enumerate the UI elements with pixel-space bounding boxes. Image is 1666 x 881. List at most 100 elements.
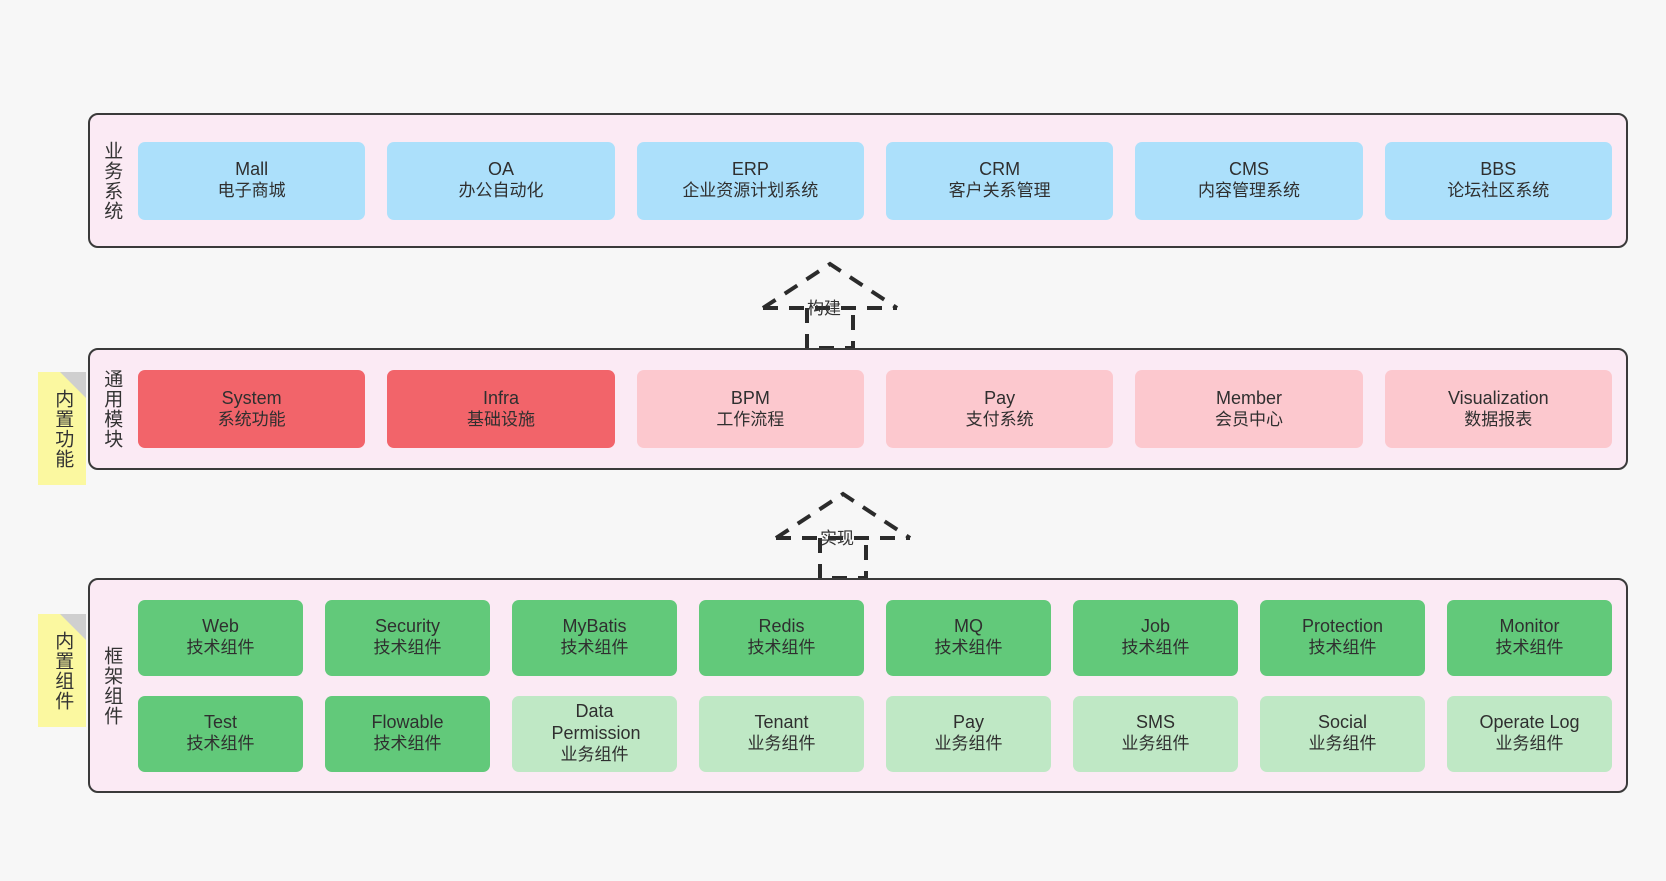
- node-title: SMS: [1135, 712, 1175, 733]
- node-mybatis[interactable]: MyBatis 技术组件: [512, 599, 677, 676]
- arrow-build-label: 构建: [807, 299, 841, 318]
- node-data-permission[interactable]: Data Permission 业务组件: [512, 695, 677, 772]
- node-bpm[interactable]: BPM 工作流程: [636, 370, 864, 448]
- node-row: Web 技术组件 Security 技术组件 MyBatis 技术组件 Redi…: [138, 599, 1612, 676]
- node-infra[interactable]: Infra 基础设施: [387, 370, 615, 448]
- node-crm[interactable]: CRM 客户关系管理: [885, 141, 1114, 220]
- node-subtitle: 论坛社区系统: [1447, 181, 1550, 201]
- node-sms[interactable]: SMS 业务组件: [1073, 695, 1238, 772]
- sticky-note-label: 内置组件: [52, 630, 74, 711]
- node-redis[interactable]: Redis 技术组件: [699, 599, 864, 676]
- node-monitor[interactable]: Monitor 技术组件: [1447, 599, 1612, 676]
- node-operate-log[interactable]: Operate Log 业务组件: [1447, 695, 1612, 772]
- arrow-build: 构建: [755, 258, 905, 350]
- node-member[interactable]: Member 会员中心: [1135, 370, 1363, 448]
- node-security[interactable]: Security 技术组件: [325, 599, 490, 676]
- node-subtitle: 技术组件: [186, 734, 255, 754]
- node-subtitle: 技术组件: [1121, 638, 1190, 658]
- node-web[interactable]: Web 技术组件: [138, 599, 303, 676]
- node-protection[interactable]: Protection 技术组件: [1260, 599, 1425, 676]
- node-test[interactable]: Test 技术组件: [138, 695, 303, 772]
- node-title: Web: [202, 616, 239, 637]
- node-subtitle: 办公自动化: [458, 181, 544, 201]
- node-title: Visualization: [1447, 387, 1549, 408]
- node-row: System 系统功能 Infra 基础设施 BPM 工作流程 Pay 支付系统…: [138, 370, 1612, 448]
- node-subtitle: 技术组件: [747, 638, 816, 658]
- node-subtitle: 会员中心: [1214, 409, 1283, 429]
- node-title: MQ: [954, 616, 983, 637]
- layer-body-business-system: Mall 电子商城 OA 办公自动化 ERP 企业资源计划系统 CRM 客户关系…: [132, 115, 1626, 246]
- node-subtitle: 技术组件: [373, 734, 442, 754]
- node-subtitle: 内容管理系统: [1197, 181, 1300, 201]
- node-visualization[interactable]: Visualization 数据报表: [1384, 370, 1612, 448]
- node-title: CRM: [979, 159, 1021, 180]
- layer-body-framework-component: Web 技术组件 Security 技术组件 MyBatis 技术组件 Redi…: [132, 580, 1626, 791]
- node-title: Flowable: [371, 712, 444, 733]
- node-title: Tenant: [754, 712, 809, 733]
- node-subtitle: 技术组件: [373, 638, 442, 658]
- node-subtitle: 数据报表: [1464, 409, 1533, 429]
- node-subtitle: 技术组件: [560, 638, 629, 658]
- node-title: Social: [1317, 712, 1368, 733]
- node-bbs[interactable]: BBS 论坛社区系统: [1384, 141, 1612, 220]
- layer-business-system: 业务系统 Mall 电子商城 OA 办公自动化 ERP 企业资源计划系统 CRM…: [88, 113, 1628, 248]
- node-row: Test 技术组件 Flowable 技术组件 Data Permission …: [138, 695, 1612, 772]
- node-title: Operate Log: [1479, 712, 1580, 733]
- node-title: OA: [487, 159, 514, 180]
- node-title: Redis: [758, 616, 805, 637]
- node-title: CMS: [1228, 159, 1269, 180]
- node-title: Member: [1215, 387, 1282, 408]
- node-social[interactable]: Social 业务组件: [1260, 695, 1425, 772]
- node-title: ERP: [731, 159, 769, 180]
- node-subtitle: 基础设施: [466, 409, 535, 429]
- node-title: MyBatis: [562, 616, 627, 637]
- node-title: Security: [374, 616, 441, 637]
- fold-corner-icon: [60, 614, 86, 640]
- layer-common-module: 通用模块 System 系统功能 Infra 基础设施 BPM 工作流程 Pay…: [88, 348, 1628, 470]
- node-title: Monitor: [1499, 616, 1560, 637]
- node-oa[interactable]: OA 办公自动化: [387, 141, 615, 220]
- layer-title-common-module: 通用模块: [101, 369, 123, 449]
- node-erp[interactable]: ERP 企业资源计划系统: [636, 141, 864, 220]
- node-cms[interactable]: CMS 内容管理系统: [1135, 141, 1363, 220]
- node-title: Infra: [482, 387, 519, 408]
- node-tenant[interactable]: Tenant 业务组件: [699, 695, 864, 772]
- arrow-implement: 实现: [768, 488, 918, 580]
- node-title: Protection: [1301, 616, 1384, 637]
- node-title: Pay: [952, 712, 985, 733]
- node-subtitle: 业务组件: [1495, 734, 1564, 754]
- node-subtitle: 技术组件: [1495, 638, 1564, 658]
- node-title: System: [221, 387, 282, 408]
- node-title: Data Permission: [551, 701, 641, 744]
- node-subtitle: 技术组件: [186, 638, 255, 658]
- node-title: Test: [203, 712, 237, 733]
- arrow-implement-label: 实现: [820, 529, 854, 548]
- fold-corner-icon: [60, 372, 86, 398]
- node-subtitle: 客户关系管理: [948, 181, 1051, 201]
- node-subtitle: 工作流程: [716, 409, 785, 429]
- node-subtitle: 支付系统: [965, 409, 1034, 429]
- node-job[interactable]: Job 技术组件: [1073, 599, 1238, 676]
- node-subtitle: 业务组件: [560, 745, 629, 765]
- node-subtitle: 业务组件: [934, 734, 1003, 754]
- node-subtitle: 系统功能: [217, 409, 286, 429]
- layer-body-common-module: System 系统功能 Infra 基础设施 BPM 工作流程 Pay 支付系统…: [132, 350, 1626, 468]
- node-title: BPM: [730, 387, 770, 408]
- node-subtitle: 企业资源计划系统: [682, 181, 819, 201]
- node-pay-module[interactable]: Pay 支付系统: [885, 370, 1114, 448]
- node-system[interactable]: System 系统功能: [138, 370, 366, 448]
- layer-framework-component: 框架组件 Web 技术组件 Security 技术组件 MyBatis 技术组件…: [88, 578, 1628, 793]
- node-flowable[interactable]: Flowable 技术组件: [325, 695, 490, 772]
- node-subtitle: 电子商城: [217, 181, 286, 201]
- node-subtitle: 技术组件: [1308, 638, 1377, 658]
- node-mall[interactable]: Mall 电子商城: [138, 141, 366, 220]
- node-subtitle: 业务组件: [1121, 734, 1190, 754]
- layer-title-framework-component: 框架组件: [101, 645, 123, 726]
- node-mq[interactable]: MQ 技术组件: [886, 599, 1051, 676]
- node-row: Mall 电子商城 OA 办公自动化 ERP 企业资源计划系统 CRM 客户关系…: [138, 141, 1612, 220]
- node-pay-component[interactable]: Pay 业务组件: [886, 695, 1051, 772]
- node-title: Job: [1140, 616, 1171, 637]
- layer-title-business-system: 业务系统: [101, 140, 123, 221]
- node-title: Mall: [235, 159, 269, 180]
